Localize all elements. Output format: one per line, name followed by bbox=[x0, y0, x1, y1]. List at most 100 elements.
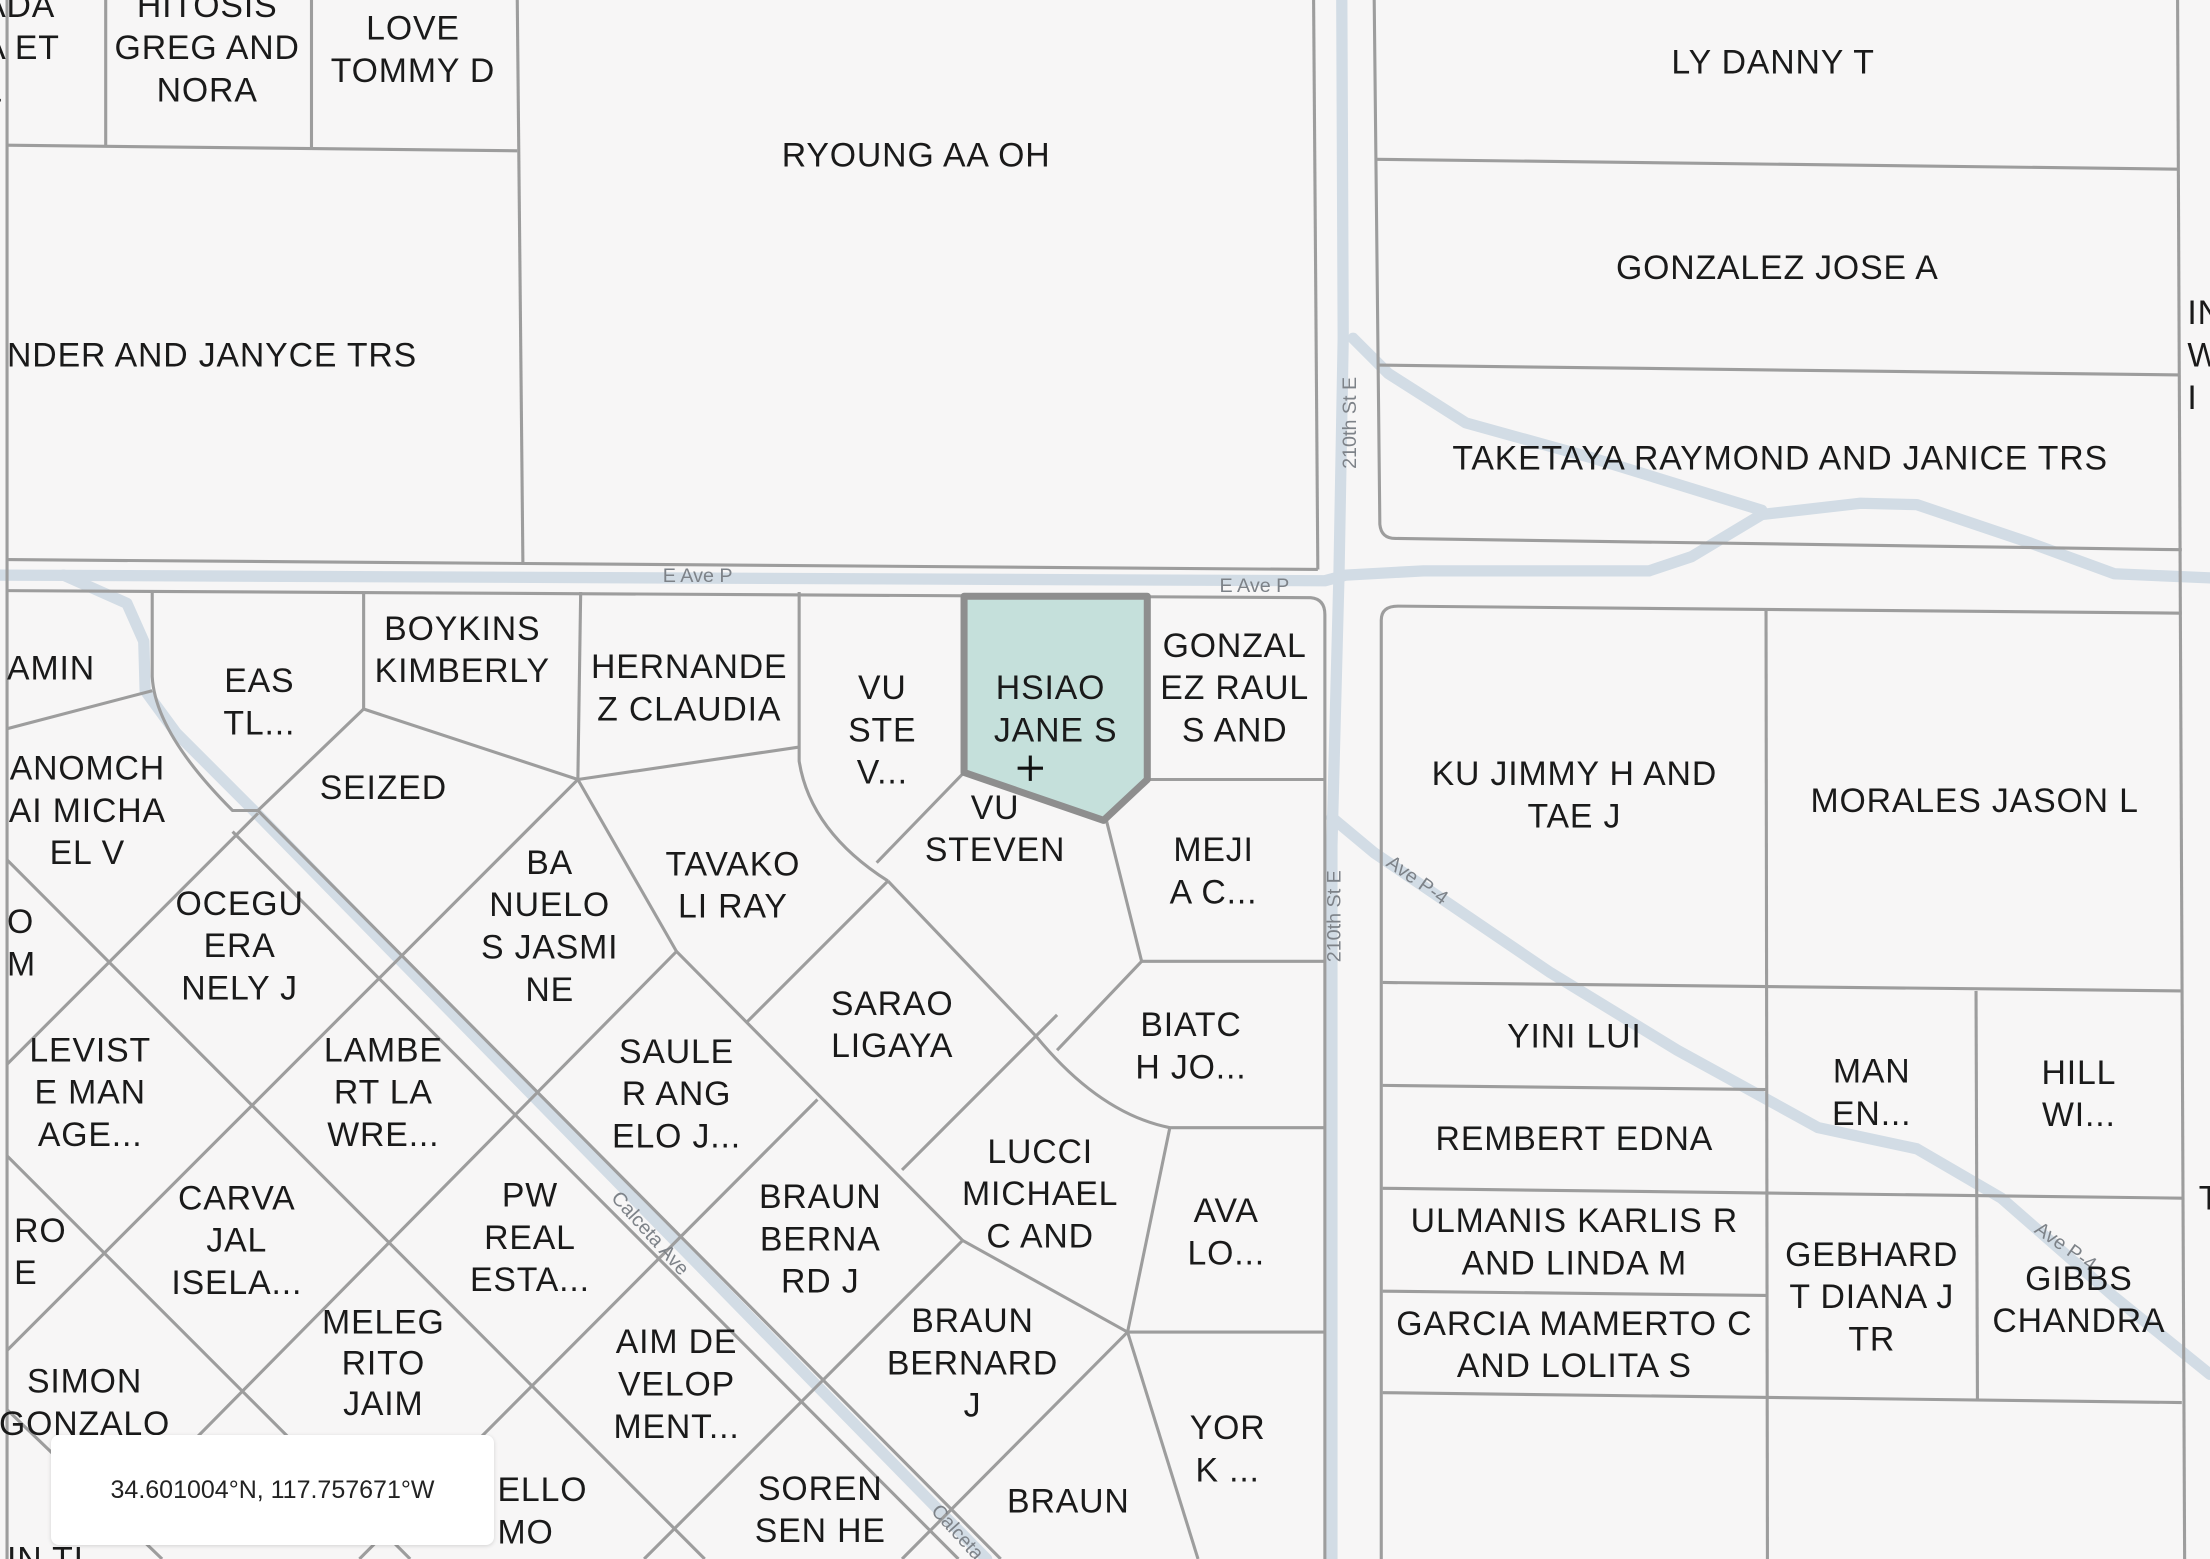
parcel-owner-label-line: KU JIMMY H AND bbox=[1432, 755, 1718, 793]
parcel-owner-label-line: ERA bbox=[204, 927, 276, 965]
parcel-owner-label-line: NDER AND JANYCE TRS bbox=[7, 336, 417, 374]
road-label-210th-st-e: 210th St E bbox=[1339, 377, 1361, 469]
selected-parcel-label-line: JANE S bbox=[994, 711, 1117, 749]
parcel-owner-label[interactable]: REMBERT EDNA bbox=[1436, 1120, 1714, 1158]
parcel-owner-label-line: ISELA... bbox=[171, 1264, 302, 1302]
parcel-owner-label-line: BRAUN bbox=[911, 1302, 1034, 1340]
parcel-owner-label-line: RYOUNG AA OH bbox=[782, 136, 1051, 174]
parcel-owner-label[interactable]: NDER AND JANYCE TRS bbox=[7, 336, 417, 374]
parcel-owner-label[interactable]: YINI LUI bbox=[1507, 1017, 1642, 1055]
crosshair-icon bbox=[1017, 755, 1043, 781]
parcel-owner-label[interactable]: BIATC H JO... bbox=[1135, 1006, 1246, 1086]
parcel-owner-label[interactable]: ADAA ETL bbox=[0, 0, 60, 109]
parcel-owner-label-line: RD J bbox=[781, 1263, 860, 1301]
parcel-owner-label-line: HILL bbox=[2042, 1054, 2117, 1092]
road-label-210th-st-e: 210th St E bbox=[1323, 870, 1345, 962]
parcel-owner-label-line: BRAUN bbox=[1007, 1482, 1130, 1520]
parcel-owner-label-line: STEVEN bbox=[925, 831, 1065, 869]
parcel-owner-label-line: RT LA bbox=[334, 1074, 433, 1112]
parcel-owner-label-line: GIBBS bbox=[2025, 1260, 2133, 1298]
parcel-owner-label[interactable]: T bbox=[2199, 1179, 2210, 1217]
parcel-owner-label-line: SARAO bbox=[831, 985, 954, 1023]
selected-parcel-label-line: HSIAO bbox=[996, 669, 1105, 707]
parcel-owner-label-line: MICHAEL bbox=[962, 1175, 1118, 1213]
parcel-owner-label-line: Z CLAUDIA bbox=[597, 690, 781, 728]
parcel-owner-label-line: GREG AND bbox=[115, 29, 300, 67]
parcel-owner-label-line: MO bbox=[498, 1513, 554, 1551]
parcel-owner-label-line: L bbox=[0, 71, 3, 109]
parcel-owner-label-line: ANOMCH bbox=[10, 749, 165, 787]
parcel-owner-label-line: NELY J bbox=[181, 969, 298, 1007]
parcel-owner-label[interactable]: RYOUNG AA OH bbox=[782, 136, 1051, 174]
parcel-owner-label[interactable]: SEIZED bbox=[320, 769, 447, 807]
parcel-owner-label[interactable]: INWI bbox=[2187, 294, 2210, 417]
parcel-owner-label[interactable]: BRAUN bbox=[1007, 1482, 1130, 1520]
selected-parcel-shape[interactable] bbox=[960, 592, 1151, 824]
road-label-e-ave-p: E Ave P bbox=[663, 565, 733, 587]
parcel-owner-label[interactable]: GONZALEZ JOSE A bbox=[1616, 249, 1939, 287]
parcel-owner-label-line: YOR bbox=[1190, 1409, 1266, 1447]
parcel-owner-label-line: EN... bbox=[1832, 1095, 1911, 1133]
parcel-owner-label-line: KIMBERLY bbox=[375, 652, 550, 690]
parcel-owner-label-line: BRAUN bbox=[759, 1178, 882, 1216]
parcel-owner-label-line: VU bbox=[858, 669, 907, 707]
parcel-owner-label-line: T DIANA J bbox=[1789, 1278, 1954, 1316]
parcel-owner-label-line: PW bbox=[502, 1177, 558, 1215]
road-label-e-ave-p: E Ave P bbox=[1220, 575, 1290, 597]
parcel-owner-label-line: H JO... bbox=[1135, 1048, 1246, 1086]
parcel-owner-label-line: LUCCI bbox=[987, 1133, 1093, 1171]
parcel-owner-label-line: S AND bbox=[1182, 711, 1288, 749]
parcel-owner-label-line: VU bbox=[971, 789, 1020, 827]
parcel-owner-label[interactable]: AMIN bbox=[7, 649, 95, 687]
selected-parcel[interactable]: HSIAO JANE S bbox=[960, 592, 1151, 824]
parcel-owner-label[interactable]: TAKETAYA RAYMOND AND JANICE TRS bbox=[1452, 439, 2108, 477]
parcel-owner-label[interactable]: VU STEVEN bbox=[925, 789, 1065, 869]
parcel-owner-label-line: BIATC bbox=[1140, 1006, 1241, 1044]
parcel-owner-label-line: LAMBE bbox=[324, 1031, 443, 1069]
parcel-owner-label-line: V... bbox=[857, 754, 908, 792]
parcel-owner-label-line: A C... bbox=[1170, 874, 1258, 912]
parcel-owner-label[interactable]: MORALES JASON L bbox=[1810, 782, 2138, 820]
parcel-owner-label-line: JAL bbox=[206, 1222, 267, 1260]
parcel-owner-label[interactable]: LY DANNY T bbox=[1671, 43, 1874, 81]
parcel-owner-label-line: S JASMI bbox=[481, 929, 618, 967]
